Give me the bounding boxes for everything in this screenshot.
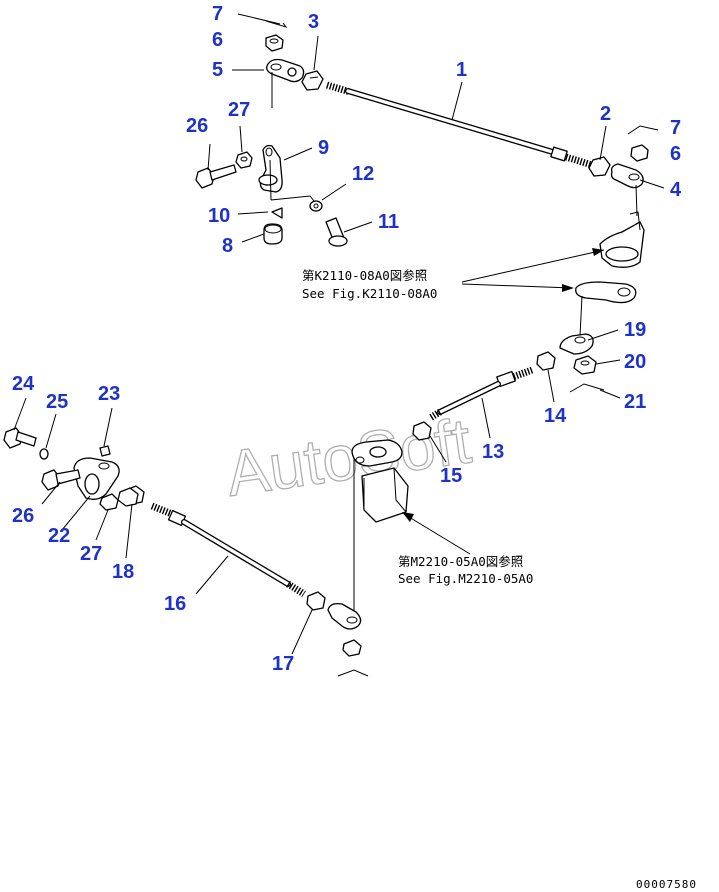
callout-7-left: 7 <box>212 3 223 25</box>
callout-9: 9 <box>318 137 329 159</box>
pin-23 <box>99 445 111 457</box>
bolt-26-upper <box>195 164 237 189</box>
callout-7-right: 7 <box>670 117 681 139</box>
rod-end-19 <box>559 333 594 355</box>
cotter-pin-7-left <box>265 20 288 28</box>
callout-2: 2 <box>600 103 611 125</box>
ref-k2110-jp: 第K2110-08A0図参照 <box>302 268 427 283</box>
nut-27-upper <box>235 151 253 169</box>
callout-27-lower: 27 <box>80 543 102 565</box>
lower-nut <box>342 639 362 657</box>
callout-26-lower: 26 <box>12 505 34 527</box>
upper-rod <box>325 81 594 169</box>
lever-22 <box>73 457 120 500</box>
middle-right-lever <box>575 281 637 337</box>
middle-rod <box>428 366 534 422</box>
callout-11: 11 <box>378 211 399 233</box>
callout-6-right: 6 <box>670 143 681 165</box>
lever-9 <box>258 144 319 207</box>
upper-right-lever <box>599 211 645 268</box>
bolt-24 <box>3 427 37 449</box>
lever-washer <box>117 487 139 507</box>
ref-m2210-jp: 第M2210-05A0図参照 <box>398 554 523 569</box>
washer-12 <box>309 200 323 212</box>
watermark: AutoSoft <box>222 404 475 509</box>
nut-20 <box>573 355 597 375</box>
nut-6-right <box>630 144 649 162</box>
washer-25 <box>39 448 49 460</box>
nut-2 <box>588 156 611 177</box>
callout-6-left: 6 <box>212 29 223 51</box>
pin-11 <box>325 217 348 247</box>
nut-14 <box>536 351 556 371</box>
callout-16: 16 <box>164 593 186 615</box>
nut-3 <box>301 70 324 91</box>
drawing-code: 00007580 <box>636 878 697 891</box>
callout-1: 1 <box>456 59 467 81</box>
callout-20: 20 <box>624 351 646 373</box>
reference-arrows <box>402 248 605 555</box>
callout-27-upper: 27 <box>228 99 250 121</box>
nut-15 <box>412 421 432 441</box>
callout-18: 18 <box>112 561 134 583</box>
callout-19: 19 <box>624 319 646 341</box>
callout-21: 21 <box>624 391 646 413</box>
callout-25: 25 <box>46 391 68 413</box>
pin-10 <box>271 207 283 219</box>
callout-12: 12 <box>352 163 374 185</box>
cotter-pin-21 <box>569 383 605 393</box>
callout-23: 23 <box>98 383 120 405</box>
callout-8: 8 <box>222 235 233 257</box>
callout-10: 10 <box>208 205 230 227</box>
lower-rod-end <box>327 602 362 630</box>
ref-m2210-en: See Fig.M2210-05A0 <box>398 571 533 586</box>
nut-6-left <box>265 34 284 52</box>
lower-rod <box>150 502 306 597</box>
callout-3: 3 <box>308 11 319 33</box>
ref-k2110-en: See Fig.K2110-08A0 <box>302 286 437 301</box>
callout-5: 5 <box>212 59 223 81</box>
nut-17 <box>306 591 326 611</box>
cotter-pin-7-right <box>627 125 659 135</box>
callout-22: 22 <box>48 525 70 547</box>
nut-27-lower <box>99 493 119 511</box>
callout-17: 17 <box>272 653 294 675</box>
rod-end-4 <box>610 163 644 217</box>
rod-end-5 <box>266 58 305 108</box>
bushing-8 <box>263 223 283 245</box>
central-bracket <box>351 439 409 612</box>
leader-lines <box>13 13 665 655</box>
callout-24: 24 <box>12 373 35 395</box>
callout-4: 4 <box>670 179 682 201</box>
callout-14: 14 <box>544 405 567 427</box>
lower-cotter-pin <box>337 669 369 677</box>
callout-15: 15 <box>440 465 462 487</box>
callout-13: 13 <box>482 441 504 463</box>
bolt-26-lower <box>41 469 81 491</box>
callout-26-upper: 26 <box>186 115 208 137</box>
